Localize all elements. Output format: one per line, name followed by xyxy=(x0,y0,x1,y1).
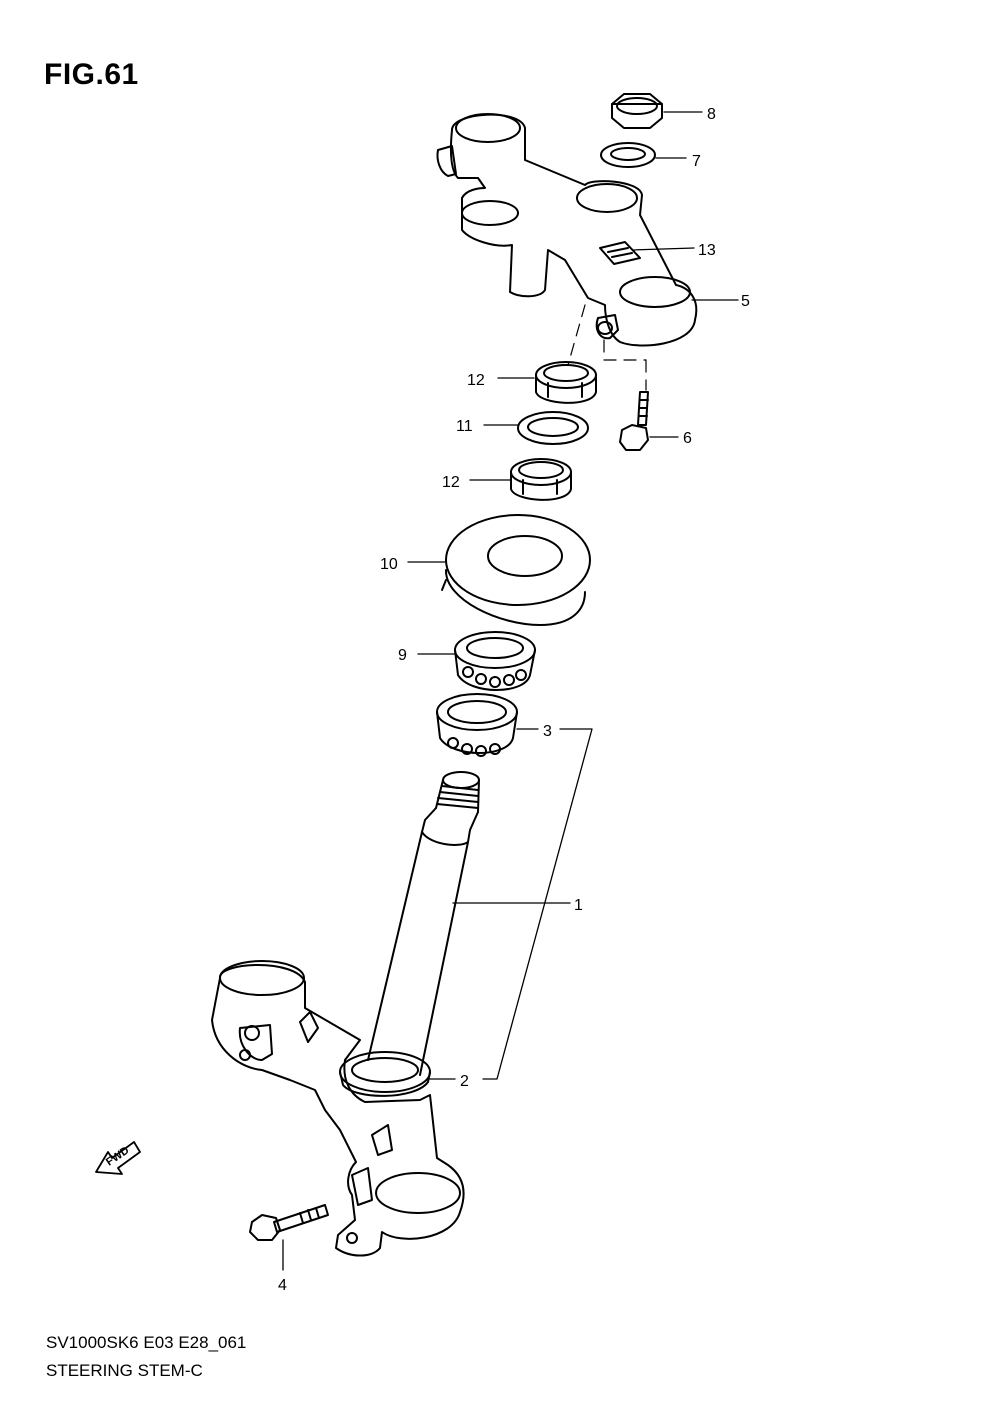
upper-bracket-part-5[interactable] xyxy=(436,113,698,347)
bolt-part-4[interactable] xyxy=(249,1204,329,1241)
bearing-part-3[interactable] xyxy=(436,693,518,757)
callout-2: 2 xyxy=(460,1073,469,1090)
callout-6: 6 xyxy=(683,430,692,447)
steering-stem-part-1[interactable] xyxy=(367,771,480,1076)
locknut-part-12-lower[interactable] xyxy=(510,458,572,501)
washer-part-7[interactable] xyxy=(600,142,656,168)
figure-code: SV1000SK6 E03 E28_061 xyxy=(46,1333,247,1352)
alignment-lines xyxy=(567,304,647,391)
callout-10: 10 xyxy=(380,556,398,573)
locknut-part-12-upper[interactable] xyxy=(535,361,597,404)
lower-bracket xyxy=(211,960,465,1257)
callout-1: 1 xyxy=(574,897,583,914)
callout-12-upper: 12 xyxy=(467,372,485,389)
callout-3: 3 xyxy=(543,723,552,740)
callout-9: 9 xyxy=(398,647,407,664)
leader-lines xyxy=(282,111,739,1271)
fwd-label: FWD xyxy=(104,1145,132,1169)
callout-11: 11 xyxy=(456,418,473,435)
dust-seal-part-10[interactable] xyxy=(441,514,591,626)
bearing-part-9[interactable] xyxy=(454,631,536,691)
washer-part-11[interactable] xyxy=(517,411,589,445)
callout-4: 4 xyxy=(278,1277,287,1294)
stem-seal-part-2[interactable] xyxy=(339,1051,431,1097)
callout-13: 13 xyxy=(698,242,716,259)
callout-12-lower: 12 xyxy=(442,474,460,491)
fwd-arrow-icon xyxy=(95,1141,141,1175)
figure-name: STEERING STEM-C xyxy=(46,1361,203,1380)
label-part-13 xyxy=(599,241,641,265)
callout-7: 7 xyxy=(692,153,701,170)
figure-title: FIG.61 xyxy=(44,58,139,91)
nut-part-8[interactable] xyxy=(611,93,663,129)
bolt-part-6[interactable] xyxy=(619,391,649,451)
callout-5: 5 xyxy=(741,293,750,310)
callout-8: 8 xyxy=(707,106,716,123)
